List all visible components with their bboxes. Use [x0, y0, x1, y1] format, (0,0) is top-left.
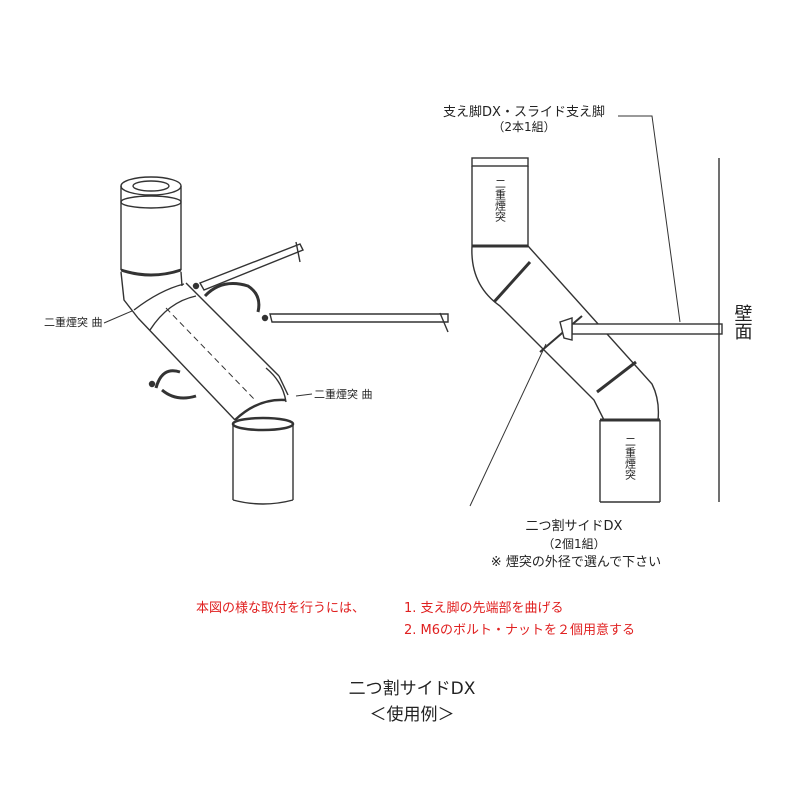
wall-label: 壁面: [732, 304, 753, 340]
left-label-elbow-1: 二重煙突 曲: [44, 315, 103, 329]
left-label-elbow-2: 二重煙突 曲: [314, 387, 373, 401]
band-label: 二つ割サイドDX: [526, 518, 623, 534]
leg-label: 支え脚DX・スライド支え脚: [443, 104, 605, 120]
notes-lead: 本図の様な取付を行うには、: [196, 601, 365, 616]
left-diagonal-pipe: [137, 282, 287, 421]
caption-title: 二つ割サイドDX: [349, 679, 476, 699]
band-sublabel: （2個1組）: [542, 537, 605, 551]
left-top-pipe: [120, 176, 182, 277]
right-elbow: [471, 245, 660, 421]
left-legs: [148, 241, 449, 388]
band-label-leader: [469, 343, 547, 507]
right-top-pipe: [471, 157, 529, 248]
notes-item-2: 2. M6のボルト・ナットを２個用意する: [404, 622, 635, 638]
bottom-pipe-label: 二重煙突: [624, 436, 637, 480]
caption-subtitle: ＜使用例＞: [370, 704, 455, 725]
left-upper-elbow: [120, 271, 185, 319]
left-lower-elbow: [234, 375, 289, 421]
leg-sublabel: （2本1組）: [492, 120, 555, 134]
left-bands: [154, 282, 261, 400]
left-label-leader-1: [103, 310, 133, 324]
leg-label-leader: [618, 115, 681, 323]
left-bottom-pipe: [231, 416, 295, 505]
band-note: ※ 煙突の外径で選んで下さい: [491, 554, 661, 570]
right-leg: [559, 317, 723, 341]
right-bottom-pipe: [599, 418, 661, 503]
top-pipe-label: 二重煙突: [494, 178, 507, 222]
left-label-leader-2: [295, 393, 313, 397]
notes-item-1: 1. 支え脚の先端部を曲げる: [404, 600, 564, 616]
